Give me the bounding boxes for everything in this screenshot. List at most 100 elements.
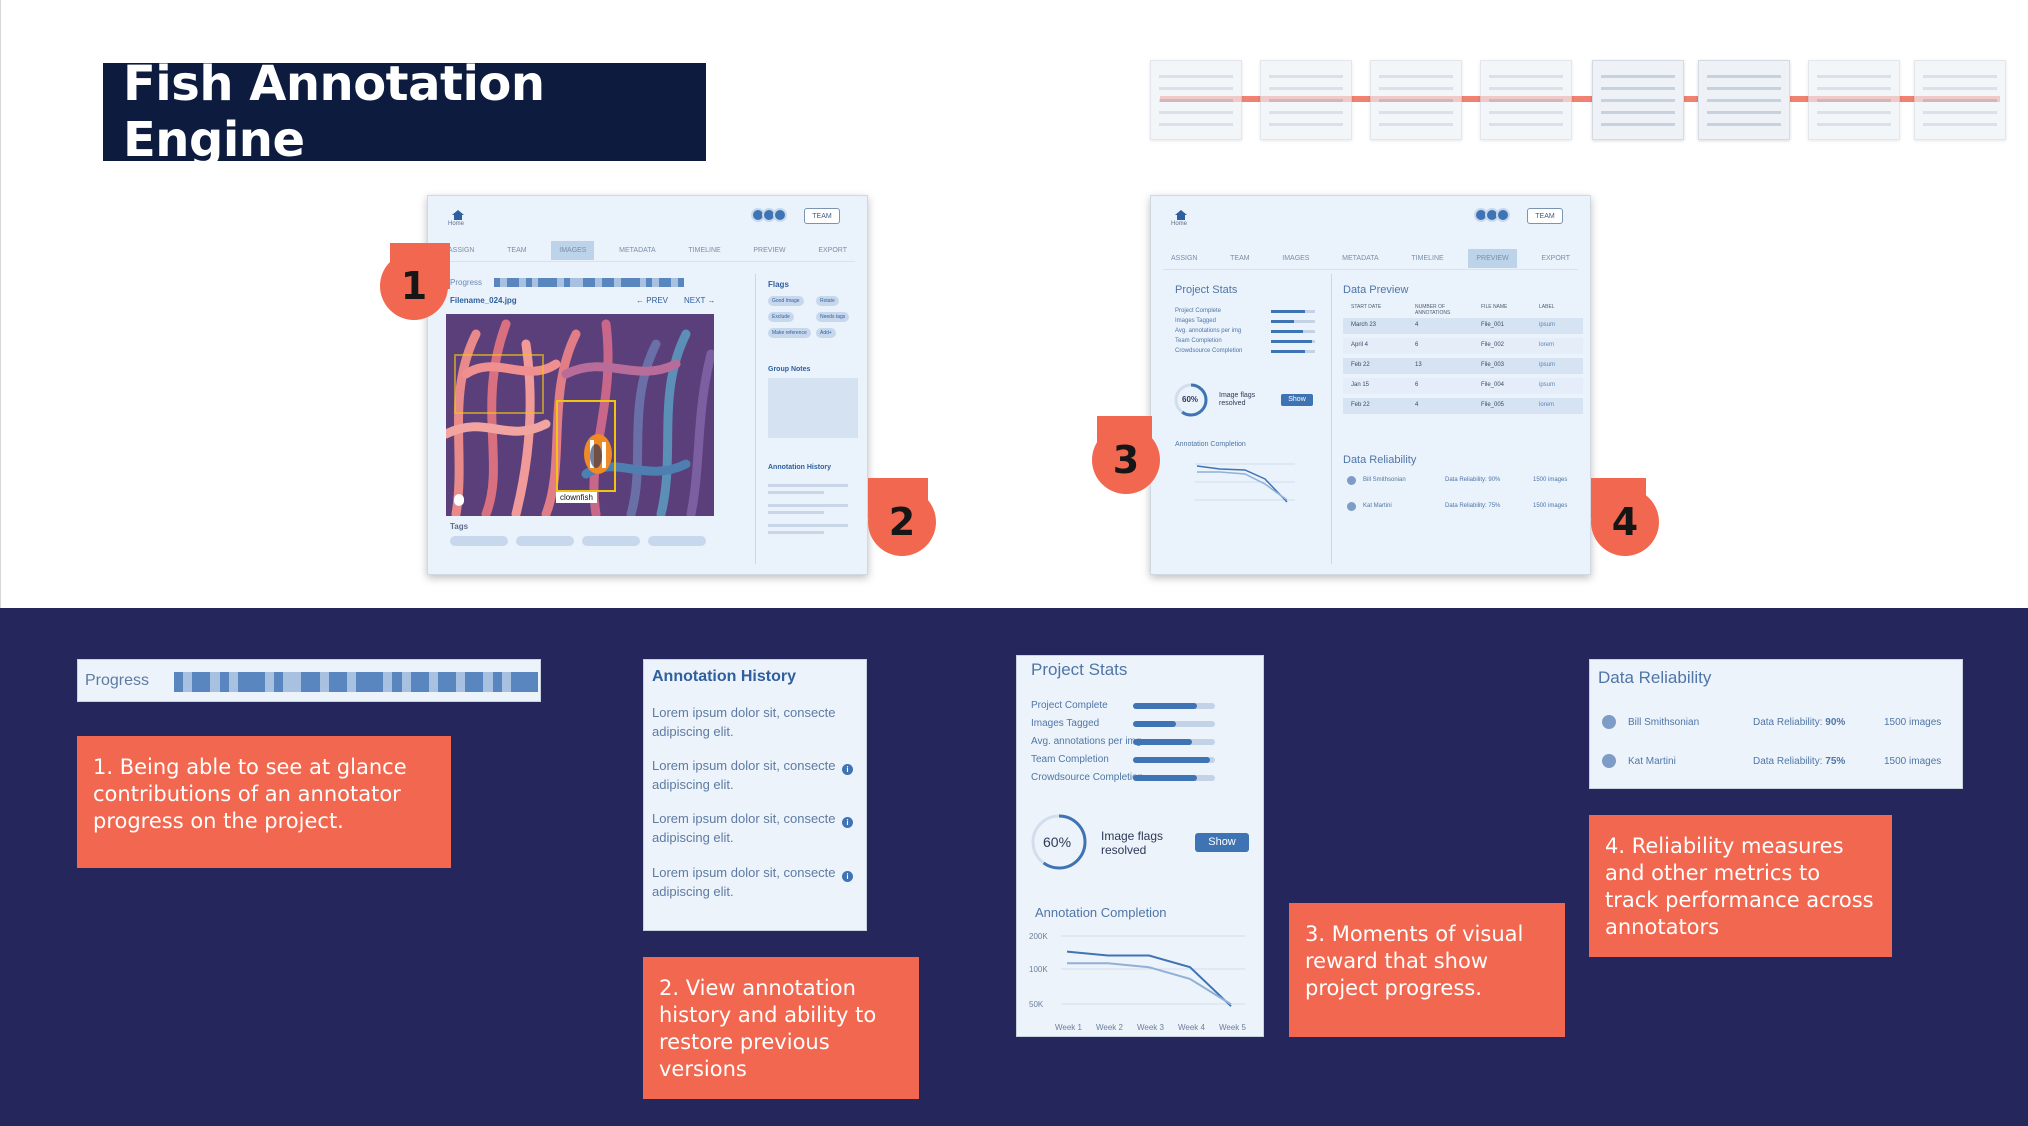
person-icon [1602, 715, 1616, 729]
progress-segment [465, 672, 475, 692]
table-cell: 6 [1415, 342, 1419, 348]
show-button[interactable]: Show [1195, 833, 1249, 852]
tab-timeline[interactable]: TIMELINE [1411, 255, 1444, 262]
person-icon [1602, 754, 1616, 768]
progress-segment [265, 672, 275, 692]
thumb-line [1817, 123, 1891, 126]
timeline-connector [1160, 96, 2000, 102]
history-item[interactable]: Lorem ipsum dolor sit, consecte adipisci… [652, 811, 836, 845]
table-row[interactable] [1343, 378, 1583, 394]
table-row[interactable] [1343, 398, 1583, 414]
timeline-thumbnail[interactable] [1480, 60, 1572, 140]
history-item[interactable]: Lorem ipsum dolor sit, consecte adipisci… [652, 758, 836, 792]
bounding-box-secondary[interactable] [454, 354, 544, 414]
person-icon [1347, 476, 1356, 485]
reliability-pct: 90% [1825, 717, 1846, 728]
progress-card-label: Progress [85, 672, 150, 689]
prev-button[interactable]: ← PREV [636, 296, 669, 305]
tab-team[interactable]: TEAM [507, 247, 527, 254]
progress-segment [383, 672, 393, 692]
timeline-thumbnail[interactable] [1150, 60, 1242, 140]
timeline-thumbnail[interactable] [1592, 60, 1684, 140]
slide-title: Fish Annotation Engine [123, 56, 545, 168]
tab-team[interactable]: TEAM [1230, 255, 1250, 262]
home-icon[interactable] [452, 210, 464, 220]
history-item[interactable]: Lorem ipsum dolor sit, consecte adipisci… [652, 865, 836, 899]
table-header: NUMBER OF ANNOTATIONS [1415, 304, 1451, 316]
box-label: clownfish [556, 492, 597, 503]
flag-chip[interactable]: Add+ [816, 328, 836, 338]
series-line-2 [1067, 962, 1232, 1006]
stat-mini-fill [1271, 320, 1294, 323]
restore-icon[interactable]: i [842, 764, 853, 775]
timeline-thumbnail[interactable] [1370, 60, 1462, 140]
flag-chip[interactable]: Rotate [816, 296, 839, 306]
table-row[interactable] [1343, 358, 1583, 374]
next-button[interactable]: NEXT → [684, 296, 716, 305]
bounding-box[interactable] [556, 400, 616, 492]
table-cell: Feb 22 [1351, 362, 1370, 368]
progress-segment [608, 278, 615, 287]
progress-segment [677, 278, 685, 287]
tab-export[interactable]: EXPORT [818, 247, 847, 254]
group-notes-box[interactable] [768, 378, 858, 438]
timeline-thumbnail[interactable] [1808, 60, 1900, 140]
progress-segment [557, 278, 565, 287]
timeline-thumbnail[interactable] [1914, 60, 2006, 140]
progress-segment [544, 278, 552, 287]
project-stats-title: Project Stats [1031, 660, 1128, 679]
tag-chip[interactable] [648, 536, 706, 546]
tag-chip[interactable] [582, 536, 640, 546]
thumb-line [1379, 99, 1453, 102]
tab-metadata[interactable]: METADATA [619, 247, 656, 254]
flag-chip[interactable]: Make reference [768, 328, 811, 338]
tab-assign[interactable]: ASSIGN [1171, 255, 1198, 262]
home-icon[interactable] [1175, 210, 1187, 220]
progress-segment [665, 278, 672, 287]
thumb-line [1707, 75, 1781, 78]
stat-bar [1133, 739, 1215, 745]
progress-segment [237, 672, 248, 692]
restore-icon[interactable]: i [842, 817, 853, 828]
timeline-thumbnail[interactable] [1698, 60, 1790, 140]
timeline-thumbnail[interactable] [1260, 60, 1352, 140]
team-button[interactable]: TEAM [804, 208, 840, 224]
tab-export[interactable]: EXPORT [1541, 255, 1570, 262]
show-button[interactable]: Show [1281, 394, 1313, 406]
tab-assign[interactable]: ASSIGN [448, 247, 475, 254]
tab-metadata[interactable]: METADATA [1342, 255, 1379, 262]
microphone-icon[interactable] [454, 494, 464, 506]
tab-images[interactable]: IMAGES [1282, 255, 1310, 262]
ring-value: 60% [1043, 834, 1072, 850]
table-row[interactable] [1343, 318, 1583, 334]
tag-chip[interactable] [516, 536, 574, 546]
tab-images[interactable]: IMAGES [551, 241, 595, 260]
progress-segment [492, 672, 503, 692]
mini-line-chart [1195, 463, 1295, 503]
table-row[interactable] [1343, 338, 1583, 354]
flag-chip[interactable]: Good Image [768, 296, 804, 306]
team-button[interactable]: TEAM [1527, 208, 1563, 224]
fish-image[interactable]: clownfish [446, 314, 714, 516]
image-count: 1500 images [1884, 756, 1942, 767]
tab-preview[interactable]: PREVIEW [1468, 249, 1517, 268]
data-reliability-title: Data Reliability [1598, 668, 1712, 687]
restore-icon[interactable]: i [842, 871, 853, 882]
progress-segment [274, 672, 284, 692]
tab-preview[interactable]: PREVIEW [753, 247, 786, 254]
tag-chip[interactable] [450, 536, 508, 546]
flag-chip[interactable]: Needs tags [816, 312, 850, 322]
progress-segment [500, 278, 508, 287]
flag-chip[interactable]: Exclude [768, 312, 794, 322]
tags-label: Tags [450, 522, 469, 531]
badge-2: 2 [868, 488, 936, 556]
stat-label: Project Complete [1031, 700, 1108, 711]
history-item[interactable]: Lorem ipsum dolor sit, consecte adipisci… [652, 705, 836, 739]
title-banner: Fish Annotation Engine [103, 56, 706, 168]
stat-mini-label: Avg. annotations per img [1175, 328, 1242, 334]
progress-segment [528, 672, 539, 692]
thumb-line [1379, 111, 1453, 114]
tab-timeline[interactable]: TIMELINE [688, 247, 721, 254]
